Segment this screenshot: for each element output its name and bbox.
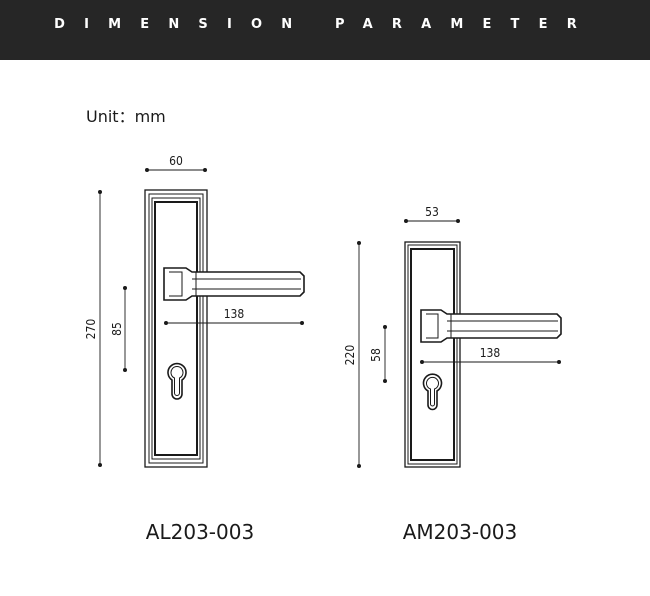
dimension-endpoints-am203 bbox=[357, 219, 561, 468]
model-label-am203: AM203-003 bbox=[402, 520, 518, 544]
lock-drawing-al203 bbox=[99, 169, 305, 468]
dim-handle-length-am203: 138 bbox=[480, 346, 501, 360]
model-label-al203: AL203-003 bbox=[145, 520, 255, 544]
dim-handle-height-al203: 85 bbox=[110, 322, 124, 336]
dimension-endpoints-al203 bbox=[98, 168, 304, 467]
unit-label: Unit：mm bbox=[86, 107, 166, 126]
dim-handle-length-al203: 138 bbox=[224, 307, 245, 321]
dim-height-am203: 220 bbox=[343, 345, 357, 366]
dim-handle-height-am203: 58 bbox=[369, 348, 383, 362]
lock-drawing-am203 bbox=[358, 220, 562, 468]
dim-width-al203: 60 bbox=[169, 154, 183, 168]
header-bar: DIMENSION PARAMETER bbox=[0, 0, 650, 60]
header-title: DIMENSION PARAMETER bbox=[54, 17, 596, 32]
dim-width-am203: 53 bbox=[425, 205, 439, 219]
dim-height-al203: 270 bbox=[84, 319, 98, 340]
